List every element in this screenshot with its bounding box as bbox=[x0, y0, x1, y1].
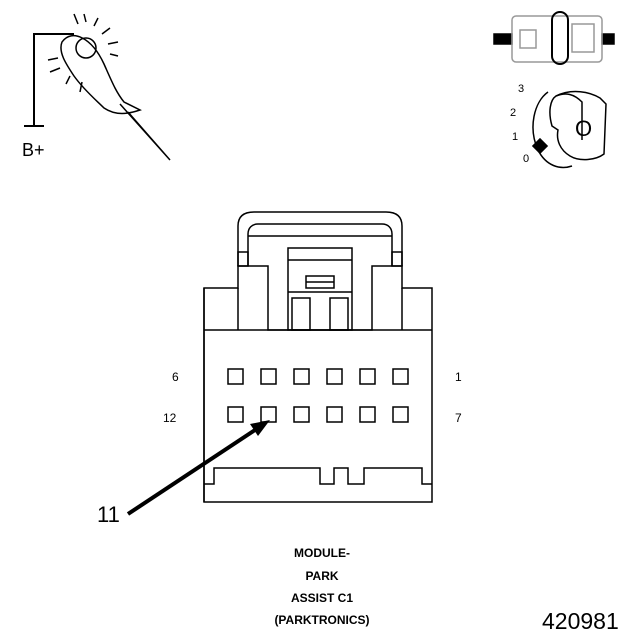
pin-label-6: 6 bbox=[172, 370, 179, 384]
callout-label: 11 bbox=[97, 502, 120, 527]
pin-cavity-7 bbox=[392, 406, 409, 423]
figure-number: 420981 bbox=[542, 608, 619, 634]
pin-cavity-11 bbox=[260, 406, 277, 423]
connector-body bbox=[203, 211, 433, 503]
pin-label-7: 7 bbox=[455, 411, 462, 425]
pin-label-12: 12 bbox=[163, 411, 177, 425]
pin-cavity-9 bbox=[326, 406, 343, 423]
key-position-2: 2 bbox=[510, 107, 517, 119]
pin-cavities bbox=[227, 368, 409, 423]
pin-cavity-1 bbox=[392, 368, 409, 385]
caption-line-3: ASSIST C1 bbox=[290, 591, 353, 605]
pin-cavity-5 bbox=[260, 368, 277, 385]
test-lamp-icon bbox=[24, 13, 171, 161]
pin-cavity-2 bbox=[359, 368, 376, 385]
pin-cavity-8 bbox=[359, 406, 376, 423]
pin-cavity-6 bbox=[227, 368, 244, 385]
caption-line-2: PARK bbox=[305, 569, 339, 583]
ignition-key-icon bbox=[531, 90, 607, 169]
caption-line-4: (PARKTRONICS) bbox=[274, 613, 370, 627]
key-label: O bbox=[575, 116, 593, 141]
pin-cavity-12 bbox=[227, 406, 244, 423]
caption-line-1: MODULE- bbox=[294, 546, 350, 560]
pin-cavity-4 bbox=[293, 368, 310, 385]
battery-label: B+ bbox=[22, 140, 45, 160]
pin-cavity-10 bbox=[293, 406, 310, 423]
callout-arrow bbox=[126, 420, 270, 516]
pin-cavity-3 bbox=[326, 368, 343, 385]
key-position-0: 0 bbox=[523, 153, 530, 165]
key-position-3: 3 bbox=[518, 83, 525, 95]
pin-label-1: 1 bbox=[455, 370, 462, 384]
key-position-1: 1 bbox=[512, 131, 519, 143]
fuse-icon bbox=[493, 11, 615, 65]
